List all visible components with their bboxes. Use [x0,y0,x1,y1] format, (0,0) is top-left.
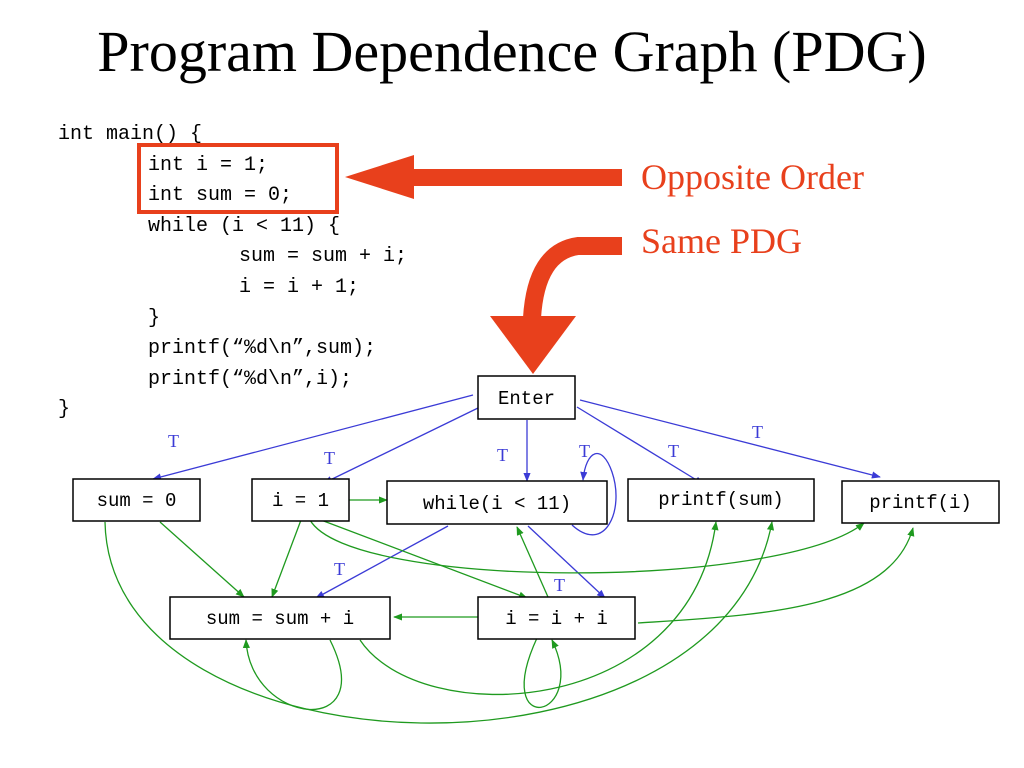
edge-i-update-while [516,526,549,598]
code-line: while (i < 11) { [148,214,341,238]
node-label: sum = 0 [97,490,177,512]
node-label: i = 1 [272,490,329,512]
callout-opposite-order: Opposite Order [641,157,864,197]
node-i-update: i = i + i [477,596,636,640]
node-label: sum = sum + i [206,608,354,630]
code-line: } [58,398,71,422]
highlight-box [137,143,339,214]
code-line: int sum = 0; [148,184,293,208]
edge-i-update-self-loop [523,637,562,708]
edge-label-t: T [497,445,508,465]
page-title: Program Dependence Graph (PDG) [97,19,927,84]
edge-while-self-loop [571,452,617,536]
code-listing: int main() { int i = 1; int sum = 0; while … [58,120,407,426]
same-pdg-arrow [490,237,622,374]
edge-enter-i-init [323,407,479,484]
node-sum-update: sum = sum + i [169,596,391,640]
node-while: while(i < 11) [386,480,608,525]
code-line: printf(“%d\n”,sum); [148,337,377,361]
node-i-init: i = 1 [251,478,350,522]
code-line: } [148,306,161,330]
node-label: while(i < 11) [423,493,571,515]
edge-i-init-printf-i [309,519,865,574]
code-line: int main() { [58,123,203,146]
edge-i-init-sum-update [271,519,302,598]
data-edges [104,496,915,724]
node-label: printf(i) [869,492,972,514]
edge-enter-printf-i [579,399,881,479]
edge-enter-printf-sum [576,406,704,485]
edge-while-i-update [527,525,606,599]
opposite-order-arrow [345,155,622,199]
edge-i-update-printf-i [637,527,915,624]
edge-sum-update-self-loop [242,639,343,711]
node-printf-i: printf(i) [841,480,1000,524]
node-printf-sum: printf(sum) [627,478,815,522]
edge-while-sum-update [315,525,449,599]
edge-label-t: T [324,448,335,468]
edge-enter-sum-init [152,394,474,481]
callout-same-pdg: Same PDG [641,221,802,261]
control-edges [152,394,881,599]
node-label: Enter [498,388,555,410]
code-line: sum = sum + i; [239,245,408,269]
edge-label-t: T [752,422,763,442]
edge-sum-update-printf-sum [359,521,719,696]
code-line: i = i + 1; [239,275,360,299]
code-line: printf(“%d\n”,i); [148,367,353,391]
edge-label-t: T [668,441,679,461]
edge-label-t: T [554,575,565,595]
edge-label-t: T [334,559,345,579]
node-sum-init: sum = 0 [72,478,201,522]
edge-label-t: T [579,441,590,461]
edge-sum-init-sum-update [159,521,245,598]
node-label: printf(sum) [658,489,783,511]
node-label: i = i + i [505,608,608,630]
edge-label-t: T [168,431,179,451]
edge-sum-init-printf-sum [104,521,775,724]
code-line: int i = 1; [148,153,269,177]
edge-i-init-i-update [320,519,528,599]
node-enter: Enter [477,375,576,420]
edge-labels: T T T T T T T T [168,422,763,595]
